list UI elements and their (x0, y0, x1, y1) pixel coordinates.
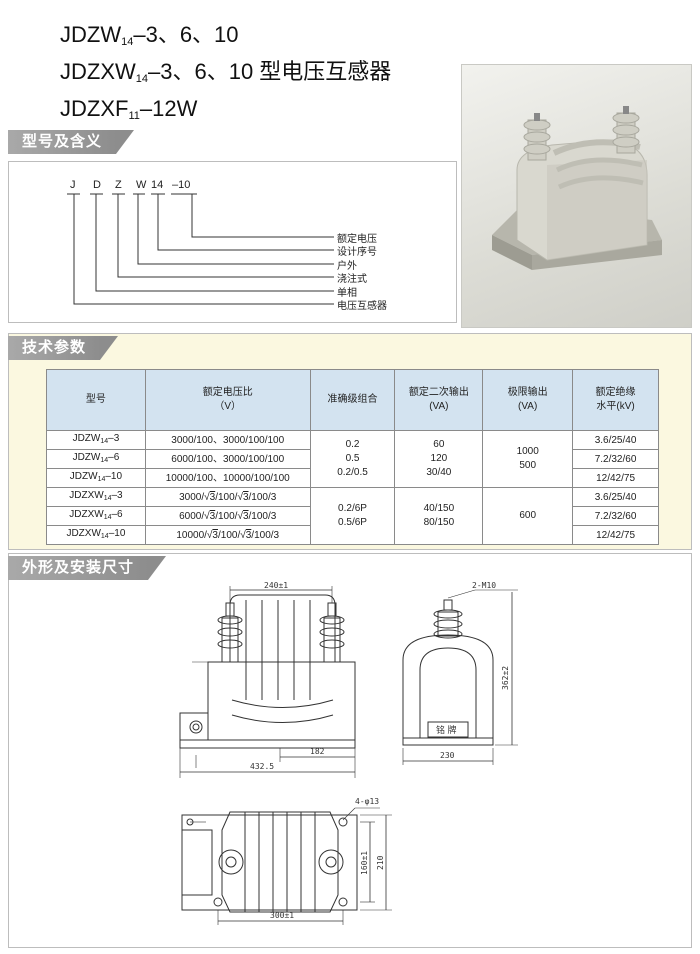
accuracy-cell: 0.2/6P 0.5/6P (309, 487, 396, 545)
model-code-panel: J D Z W 14 –10 额定电压 设计序号 户外 浇注式 单相 电压互感器 (8, 161, 457, 323)
code-letter: –10 (172, 179, 191, 191)
dim-side-width: 230 (440, 751, 455, 760)
insulation-cell: 3.6/25/40 (572, 430, 659, 450)
limit-cell: 1000 500 (482, 430, 574, 488)
insulation-cell: 12/42/75 (572, 525, 659, 545)
dim-front-top: 240±1 (264, 581, 288, 590)
header-model: 型号 (46, 369, 146, 431)
ratio-cell: 3000/100、3000/100/100 (144, 430, 311, 450)
front-view-drawing (179, 586, 356, 778)
spec-table-header-row: 型号 额定电压比 （V） 准确级组合 额定二次输出 (VA) 极限输出 (VA)… (46, 369, 659, 431)
limit-cell: 600 (482, 487, 574, 545)
code-letter: J (70, 179, 76, 191)
title-line-1: JDZW14–3、6、10 (60, 22, 239, 48)
code-meaning: 额定电压 (337, 234, 377, 245)
side-view-drawing (402, 589, 518, 765)
header-insulation: 额定绝缘 水平(kV) (572, 369, 659, 431)
table-row: JDZXW14–10 10000/√3/100/√3/100/3 12/42/7… (46, 525, 659, 545)
output-cell: 40/150 80/150 (394, 487, 484, 545)
ratio-cell: 3000/√3/100/√3/100/3 (144, 487, 311, 507)
section-header-model: 型号及含义 (8, 130, 135, 154)
ratio-cell: 10000/√3/100/√3/100/3 (144, 525, 311, 545)
insulation-cell: 12/42/75 (572, 468, 659, 488)
dim-side-height: 362±2 (501, 666, 510, 690)
model-cell: JDZW14–3 (46, 430, 146, 450)
code-meaning: 户外 (337, 261, 357, 272)
code-meaning: 浇注式 (337, 274, 367, 285)
header-limit-output: 极限输出 (VA) (482, 369, 574, 431)
table-row: JDZXW14–6 6000/√3/100/√3/100/3 7.2/32/60 (46, 506, 659, 526)
title-line-2: JDZXW14–3、6、10 型电压互感器 (60, 59, 392, 85)
transformer-illustration (492, 106, 662, 270)
code-meaning: 设计序号 (337, 247, 377, 258)
header-secondary-output: 额定二次输出 (VA) (394, 369, 484, 431)
page-title: JDZW14–3、6、10 JDZXW14–3、6、10 型电压互感器 JDZX… (60, 20, 391, 131)
dim-plan-inner-h: 160±1 (360, 851, 369, 875)
section-header-params: 技术参数 (8, 336, 119, 360)
model-cell: JDZXW14–10 (46, 525, 146, 545)
code-letter: 14 (151, 179, 164, 191)
spec-table: 型号 额定电压比 （V） 准确级组合 额定二次输出 (VA) 极限输出 (VA)… (46, 369, 659, 545)
plan-view-drawing (181, 807, 392, 925)
dim-plan-width: 300±1 (270, 911, 294, 920)
header-voltage-ratio: 额定电压比 （V） (144, 369, 311, 431)
model-cell: JDZW14–10 (46, 468, 146, 488)
table-row: JDZXW14–3 3000/√3/100/√3/100/3 0.2/6P 0.… (46, 487, 659, 545)
dim-side-top: 2-M10 (472, 581, 496, 590)
model-cell: JDZW14–6 (46, 449, 146, 469)
title-line-3: JDZXF11–12W (60, 96, 198, 122)
accuracy-cell: 0.2 0.5 0.2/0.5 (309, 430, 396, 488)
code-meaning: 单相 (337, 288, 357, 299)
output-cell: 60 120 30/40 (394, 430, 484, 488)
model-cell: JDZXW14–3 (46, 487, 146, 507)
product-photo (461, 64, 692, 328)
insulation-cell: 7.2/32/60 (572, 506, 659, 526)
code-letter: D (93, 179, 101, 191)
dim-plan-outer-h: 210 (376, 855, 385, 870)
model-code-leader-lines (67, 193, 334, 305)
header-accuracy: 准确级组合 (309, 369, 396, 431)
table-row: JDZW14–3 3000/100、3000/100/100 0.2 0.5 0… (46, 430, 659, 488)
dim-plan-holes: 4-φ13 (355, 797, 379, 806)
dimensions-panel (8, 553, 692, 948)
code-letter: W (136, 179, 147, 191)
ratio-cell: 6000/√3/100/√3/100/3 (144, 506, 311, 526)
code-letter: Z (115, 179, 122, 191)
code-meaning: 电压互感器 (337, 301, 387, 312)
dim-front-mid: 182 (310, 747, 325, 756)
dim-front-bottom: 432.5 (250, 762, 274, 771)
insulation-cell: 3.6/25/40 (572, 487, 659, 507)
section-header-dims: 外形及安装尺寸 (8, 556, 167, 580)
nameplate-label: 铭 牌 (436, 724, 457, 735)
